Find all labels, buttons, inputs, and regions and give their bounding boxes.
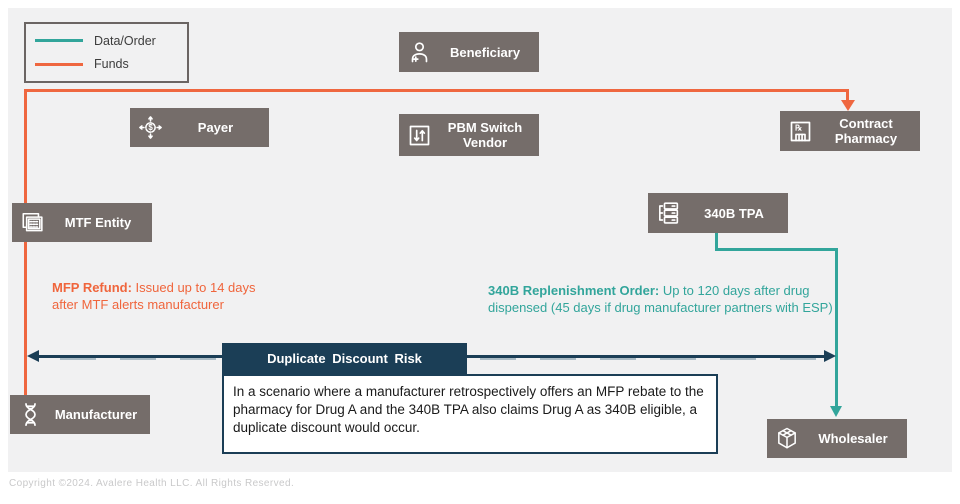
data-line-vertical-right [835, 248, 838, 407]
entity-label: Manufacturer [54, 407, 138, 422]
replenishment-annotation: 340B Replenishment Order: Up to 120 days… [488, 283, 850, 316]
entity-beneficiary: Beneficiary [399, 32, 539, 72]
entity-contract-pharmacy: ℞ Contract Pharmacy [780, 111, 920, 151]
risk-arrowhead-right-icon [824, 350, 836, 362]
replenishment-body: Up to 120 days after drug dispensed (45 … [488, 283, 833, 315]
legend-item-funds: Funds [35, 57, 187, 71]
duplicate-discount-risk-title: Duplicate Discount Risk [222, 343, 467, 374]
data-line-horizontal [715, 248, 838, 251]
entity-340b-tpa: 340B TPA [648, 193, 788, 233]
legend-item-data-order: Data/Order [35, 34, 187, 48]
server-stack-icon [648, 199, 688, 227]
pharmacy-building-icon: ℞ [780, 118, 820, 145]
duplicate-discount-risk-body: In a scenario where a manufacturer retro… [222, 374, 718, 454]
data-card-icon [12, 209, 52, 236]
entity-wholesaler: Wholesaler [767, 419, 907, 458]
funds-arrowhead-down-icon [841, 100, 855, 111]
svg-text:℞: ℞ [794, 123, 801, 132]
entity-mtf: MTF Entity [12, 203, 152, 242]
funds-line-drop-right [846, 89, 849, 101]
replenishment-lead: 340B Replenishment Order: [488, 283, 660, 298]
data-order-line-swatch [35, 39, 83, 43]
risk-arrowhead-left-icon [27, 350, 39, 362]
mfp-refund-lead: MFP Refund: [52, 280, 132, 295]
entity-label: Contract Pharmacy [834, 116, 898, 146]
funds-line-vertical-left [24, 89, 27, 396]
legend-label: Funds [94, 57, 129, 72]
switch-arrows-icon [399, 122, 439, 149]
entity-label: Beneficiary [449, 44, 521, 60]
money-distribution-icon: $ [130, 114, 170, 141]
entity-label: 340B TPA [704, 205, 764, 221]
entity-label: MTF Entity [64, 215, 132, 230]
person-plus-icon [399, 39, 439, 66]
legend-label: Data/Order [94, 33, 156, 48]
funds-line-horizontal-top [24, 89, 849, 92]
data-arrowhead-down-icon [830, 406, 842, 417]
entity-pbm-switch-vendor: PBM Switch Vendor [399, 114, 539, 156]
mfp-refund-annotation: MFP Refund: Issued up to 14 days after M… [52, 280, 277, 313]
funds-line-swatch [35, 62, 83, 66]
entity-label: Wholesaler [818, 431, 888, 446]
entity-payer: $ Payer [130, 108, 269, 147]
mfp-refund-body: Issued up to 14 days after MTF alerts ma… [52, 280, 256, 312]
entity-label: PBM Switch Vendor [447, 120, 523, 150]
svg-text:$: $ [148, 123, 153, 132]
data-line-tpa-drop [715, 233, 718, 251]
cube-icon [767, 425, 807, 453]
entity-manufacturer: Manufacturer [10, 395, 150, 434]
dna-icon [10, 401, 50, 428]
copyright-text: Copyright ©2024. Avalere Health LLC. All… [9, 478, 295, 489]
legend: Data/Order Funds [24, 22, 189, 83]
entity-label: Payer [197, 120, 234, 135]
